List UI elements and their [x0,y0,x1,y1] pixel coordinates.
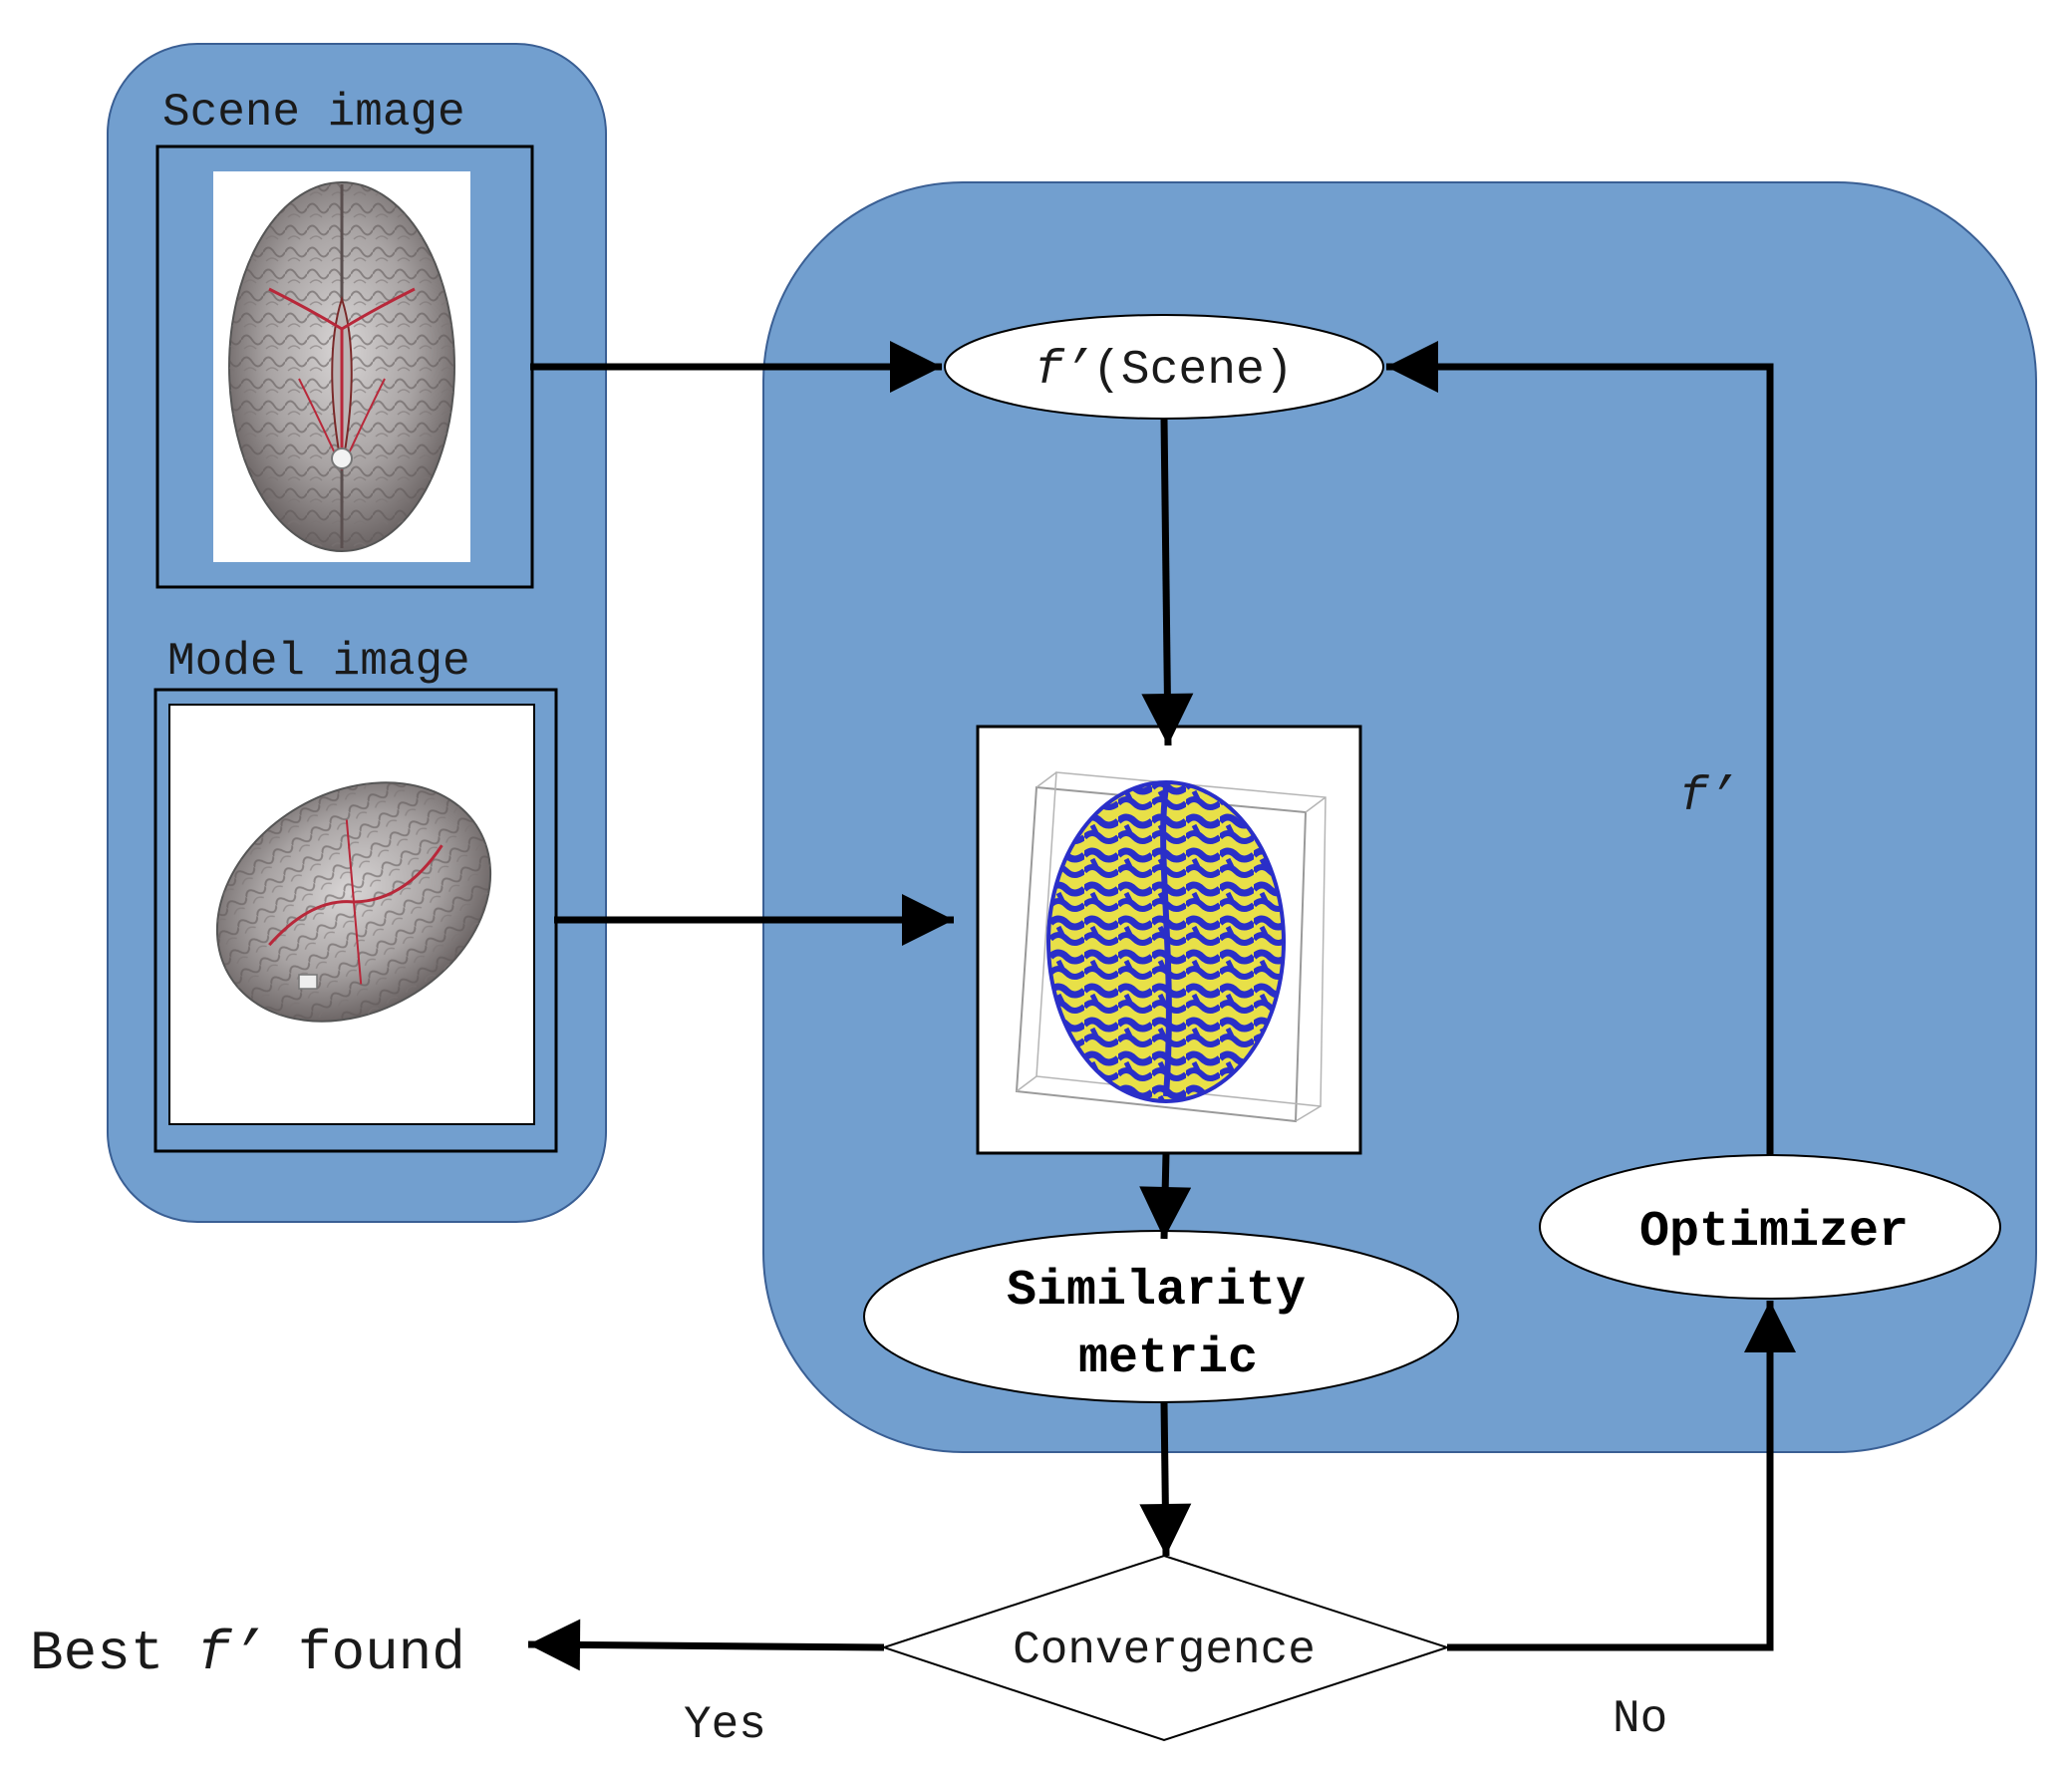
feedback-f-prime-label: f’ [1679,770,1737,824]
transform-scene-f-prime: f’ [1035,344,1092,398]
yes-label: Yes [684,1699,766,1751]
result-prefix: Best [30,1622,163,1685]
model-image-label: Model image [167,636,470,688]
scene-image-label: Scene image [162,87,465,139]
overlay-brain-image [1015,771,1327,1123]
convergence-label: Convergence [1013,1625,1316,1676]
arrow-optimizer-to-transform [1386,341,1774,1156]
transform-scene-label: f’(Scene) [1035,344,1293,398]
arrows [527,341,1796,1671]
similarity-metric-line1: Similarity [1007,1263,1306,1320]
similarity-metric-line2: metric [1078,1331,1258,1387]
transform-scene-rest: (Scene) [1092,344,1294,398]
scene-brain-image [213,171,470,562]
arrow-overlay-to-similarity [1139,1152,1192,1240]
model-brain-image [215,781,492,1023]
optimizer-label: Optimizer [1639,1204,1909,1261]
result-suffix: found [298,1622,465,1685]
arrow-similarity-to-convergence [1139,1401,1192,1557]
convergence-decision [880,1554,1451,1742]
result-f-prime: f’ [197,1622,264,1685]
arrow-convergence-no [1447,1301,1796,1651]
best-f-prime-found-label: Best f’ found [30,1622,465,1685]
no-label: No [1613,1693,1667,1745]
arrow-convergence-yes [527,1619,885,1671]
arrow-transform-to-overlay [1141,418,1194,746]
